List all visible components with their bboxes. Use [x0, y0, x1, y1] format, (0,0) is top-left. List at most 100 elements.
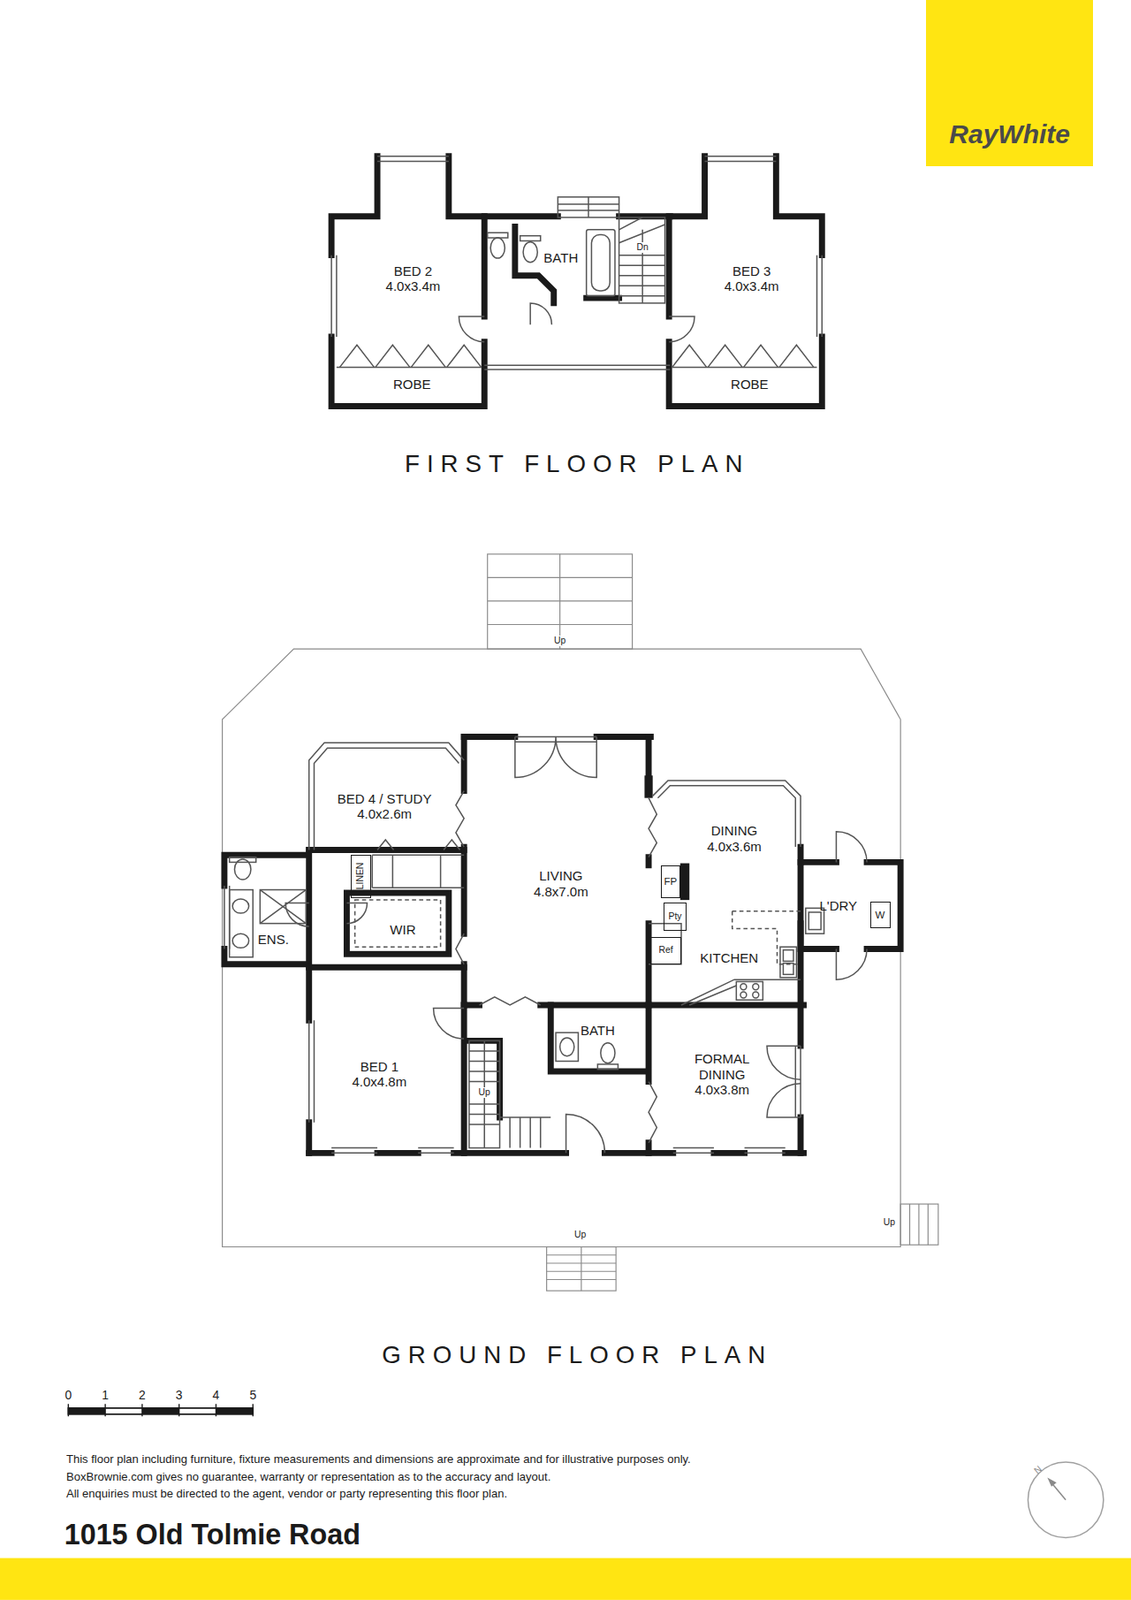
plan-line [648, 797, 657, 858]
bedroom-walls [668, 156, 822, 407]
house-walls [224, 736, 901, 1153]
plan-line [309, 1149, 805, 1156]
robe-label: ROBE [708, 374, 790, 395]
plan-line [478, 996, 540, 1005]
plan-line [550, 1004, 649, 1153]
plan-line [557, 197, 619, 218]
scale-bar [68, 1403, 253, 1416]
room-label: BATH [538, 249, 584, 268]
floor-heading: FIRST FLOOR PLAN [404, 449, 751, 479]
plan-line [309, 846, 464, 853]
stair-direction: Up [572, 1229, 588, 1240]
compass-north: N [1032, 1463, 1044, 1476]
plan-line [766, 1045, 801, 1117]
plan-line [331, 156, 485, 407]
brand-band [0, 1557, 1131, 1600]
plan-line [515, 736, 597, 777]
disclaimer-note: BoxBrownie.com gives no guarantee, warra… [66, 1469, 551, 1483]
plan-line [232, 898, 249, 913]
plan-line [142, 1407, 180, 1414]
plan-line [752, 991, 760, 998]
plan-line [557, 197, 619, 218]
plan-line [377, 839, 460, 851]
plan-line [305, 1122, 312, 1154]
room-label: L'DRY W [805, 866, 898, 945]
room-name: ENS. [258, 931, 289, 947]
scale-number: 3 [175, 1388, 183, 1403]
room-label: FORMAL DINING4.0x3.8m [675, 1046, 768, 1101]
property-title: 1015 Old Tolmie Road [64, 1518, 361, 1551]
room-label: BED 14.0x4.8m [323, 1053, 436, 1094]
plan-line [484, 364, 670, 370]
fixture-box: FP [660, 865, 681, 898]
plan-line [752, 983, 760, 990]
room-name: BED 1 [360, 1058, 399, 1074]
plan-line [1027, 1461, 1103, 1537]
plan-line [705, 156, 823, 337]
plan-line [224, 850, 310, 1021]
plan-line [371, 854, 464, 888]
room-name: BED 4 / STUDY [337, 790, 433, 806]
room-name: DINING [711, 822, 759, 838]
plan-line [782, 949, 794, 962]
room-name: ROBE [393, 376, 432, 392]
plan-line [648, 1081, 657, 1143]
plan-line [331, 156, 449, 337]
plan-line [222, 648, 902, 1246]
room-name: L'DRY [819, 897, 858, 913]
plan-line [672, 344, 814, 367]
plan-line [458, 316, 485, 342]
plan-line [808, 911, 821, 930]
plan-line [484, 212, 670, 220]
plan-line [740, 991, 747, 998]
room-name: ROBE [730, 376, 769, 392]
plan-line [900, 1203, 939, 1245]
plan-line [600, 1042, 615, 1063]
plan-line [487, 232, 509, 238]
fixture-box: Ref [650, 936, 682, 965]
room-name: LINEN [356, 862, 367, 890]
plan-line [780, 946, 797, 978]
fixture-box: Pty [663, 902, 686, 930]
room-name: KITCHEN [699, 949, 759, 965]
compass [1027, 1461, 1103, 1537]
plan-line [566, 1113, 606, 1153]
room-dimensions: 4.0x3.4m [724, 278, 780, 294]
room-label: DINING4.0x3.6m [688, 818, 781, 859]
plan-line [740, 983, 747, 990]
deck-and-steps [222, 554, 939, 1291]
plan-line [346, 892, 448, 954]
scale-number: 2 [138, 1388, 146, 1403]
plan-line [782, 963, 794, 975]
room-name: FP [663, 875, 677, 888]
plan-line [800, 861, 901, 949]
plan-line [546, 1246, 616, 1291]
stair-direction: Up [881, 1216, 897, 1228]
room-label: BED 34.0x3.4m [690, 255, 813, 303]
plan-line [309, 1019, 315, 1122]
plan-line [461, 1004, 468, 1153]
room-name: W [875, 909, 886, 921]
plan-line [259, 889, 306, 924]
scale-number: 0 [64, 1388, 72, 1403]
plan-line [520, 235, 541, 242]
fixture-box: LINEN [350, 854, 372, 897]
plan-line [591, 235, 610, 291]
upper-bath-and-stairs [484, 197, 670, 370]
plan-line [652, 780, 801, 847]
plan-line [309, 964, 464, 971]
plan-line [469, 1039, 551, 1147]
room-label: ENS. [252, 927, 294, 950]
room-label: BED 24.0x3.4m [351, 255, 475, 303]
plan-line [215, 1407, 253, 1414]
robe-label: ROBE [371, 374, 453, 395]
windows-doors-fixtures [224, 736, 867, 1153]
plan-line [331, 1147, 786, 1154]
plan-line [339, 344, 481, 367]
plan-line [455, 790, 464, 965]
stair-direction: Dn [635, 242, 651, 254]
room-label: BED 4 / STUDY4.0x2.6m [323, 785, 447, 827]
plan-line [546, 1246, 616, 1291]
room-dimensions: 4.0x3.6m [706, 838, 762, 854]
plan-line [224, 885, 230, 949]
